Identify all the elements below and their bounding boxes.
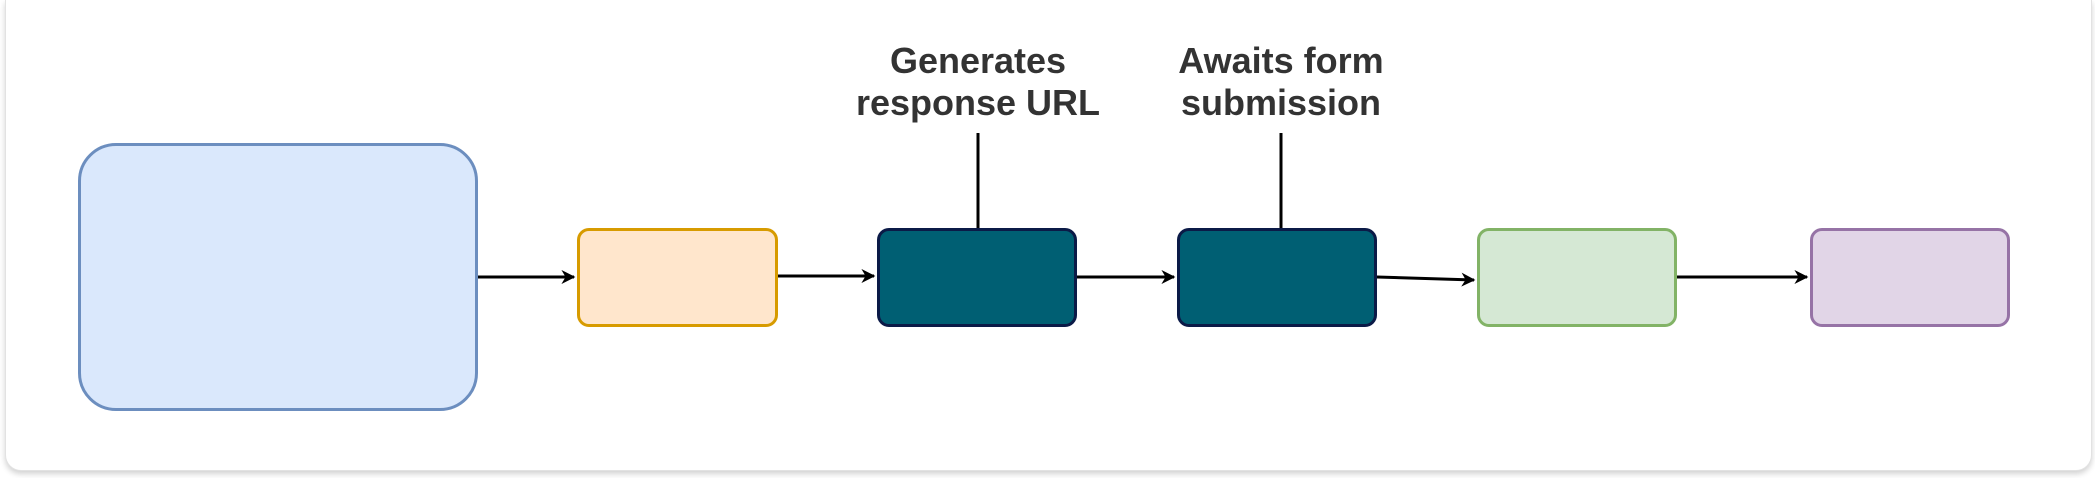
diagram-node-5[interactable] [1477, 228, 1677, 327]
diagram-node-3[interactable] [877, 228, 1077, 327]
annotation-awaits-form-submission: Awaits form submission [1178, 40, 1384, 123]
diagram-node-2[interactable] [577, 228, 778, 327]
diagram-node-6[interactable] [1810, 228, 2010, 327]
diagram-node-4[interactable] [1177, 228, 1377, 327]
edge-n4-n5 [1376, 272, 1476, 287]
diagram-node-1[interactable] [78, 143, 478, 411]
annotation-generates-response-url: Generates response URL [855, 40, 1101, 123]
